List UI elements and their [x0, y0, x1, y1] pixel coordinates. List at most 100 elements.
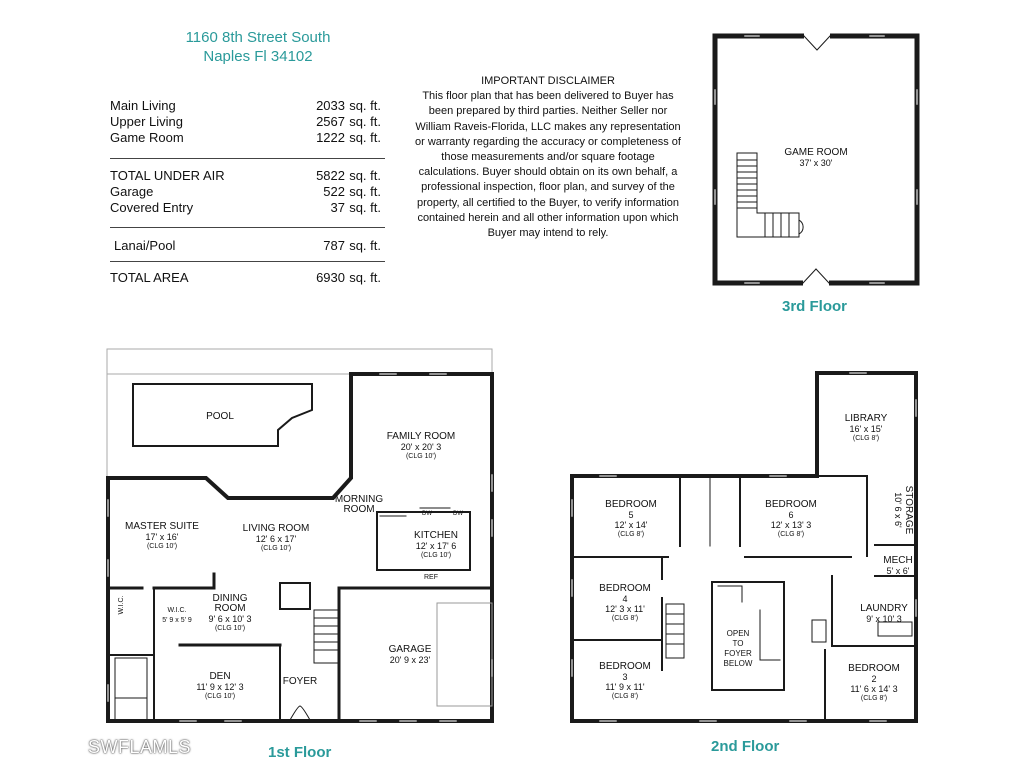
label-dw: DW — [422, 511, 432, 517]
open-foyer-line-3: FOYER — [724, 649, 752, 658]
area-label: TOTAL AREA — [110, 270, 189, 285]
disclaimer-title: IMPORTANT DISCLAIMER — [481, 75, 615, 87]
room-wic-1: W.I.C. — [118, 595, 125, 615]
room-dimensions: 16' x 15' — [849, 424, 883, 434]
watermark: SWFLAMLS — [88, 737, 192, 757]
open-foyer-line-4: BELOW — [723, 659, 753, 668]
room-ceiling: (CLG 10') — [214, 625, 246, 632]
disclaimer-line: calculations. Buyer should obtain on its… — [418, 166, 678, 179]
room-name: DINING — [212, 593, 248, 604]
floor-label-2nd: 2nd Floor — [711, 738, 780, 755]
room-dimensions: 11' 6 x 14' 3 — [850, 684, 898, 694]
area-unit: sq. ft. — [349, 130, 381, 145]
room-name: MORNING — [334, 494, 384, 505]
room-wic-2: W.I.C. 5' 9 x 5' 9 — [155, 606, 199, 626]
area-unit: sq. ft. — [349, 270, 381, 285]
room-dimensions: 20' 9 x 23' — [389, 655, 431, 665]
disclaimer-line: William Raveis-Florida, LLC makes any re… — [415, 120, 681, 133]
room-name: MASTER SUITE — [125, 521, 199, 532]
room-name-2: ROOM — [343, 504, 375, 515]
room-library: LIBRARY 16' x 15' (CLG 8') — [835, 414, 897, 444]
area-value: 522 — [323, 184, 345, 199]
room-family-room: FAMILY ROOM 20' x 20' 3 (CLG 10') — [381, 432, 461, 462]
area-value: 6930 — [316, 270, 345, 285]
room-bedroom-2: BEDROOM 2 11' 6 x 14' 3 (CLG 8') — [838, 664, 910, 704]
room-pool: POOL — [195, 412, 245, 422]
room-dimensions: 11' 9 x 11' — [605, 682, 645, 692]
open-foyer-line-2: TO — [732, 639, 744, 648]
area-label: Upper Living — [110, 114, 183, 129]
room-dimensions: 12' x 13' 3 — [770, 520, 812, 530]
room-name: LIBRARY — [844, 413, 888, 424]
room-name-2: ROOM — [214, 603, 246, 614]
room-name: BEDROOM — [605, 499, 657, 510]
room-morning-room: MORNING ROOM — [334, 495, 384, 515]
room-game-room: GAME ROOM 37' x 30' — [776, 148, 856, 169]
divider — [110, 158, 385, 159]
area-unit: sq. ft. — [349, 200, 381, 215]
room-number: 2 — [871, 674, 877, 684]
area-unit: sq. ft. — [349, 184, 381, 199]
room-ceiling: (CLG 8') — [777, 531, 805, 538]
label-ref: REF — [424, 574, 438, 581]
disclaimer-line: This floor plan that has been delivered … — [422, 90, 674, 103]
area-row: Covered Entry 37 sq. ft. — [110, 200, 385, 216]
floor-label-3rd: 3rd Floor — [782, 298, 848, 315]
room-kitchen: KITCHEN 12' x 17' 6 (CLG 10') — [398, 531, 474, 561]
room-bedroom-6: BEDROOM 6 12' x 13' 3 (CLG 8') — [758, 500, 824, 540]
divider — [110, 261, 385, 262]
room-dimensions: 12' 3 x 11' — [605, 604, 645, 614]
room-bedroom-5: BEDROOM 5 12' x 14' (CLG 8') — [598, 500, 664, 540]
disclaimer-line: professional inspection, floor plan, and… — [421, 181, 675, 194]
room-number: 3 — [622, 672, 628, 682]
area-unit: sq. ft. — [349, 98, 381, 113]
room-name: BEDROOM — [599, 661, 651, 672]
room-dimensions: 12' 6 x 17' — [255, 534, 297, 544]
room-ceiling: (CLG 8') — [852, 435, 880, 442]
room-name: MECH — [883, 555, 913, 566]
area-value: 1222 — [316, 130, 345, 145]
room-name: GARAGE — [388, 644, 432, 655]
third-floor-plan — [712, 33, 920, 286]
area-row: Game Room 1222 sq. ft. — [110, 130, 385, 146]
room-dimensions: 12' x 14' — [614, 520, 648, 530]
room-name: KITCHEN — [414, 530, 458, 541]
room-name: STORAGE — [903, 485, 914, 535]
disclaimer: IMPORTANT DISCLAIMER This floor plan tha… — [398, 74, 698, 241]
room-dimensions: 12' x 17' 6 — [415, 541, 457, 551]
area-label: Game Room — [110, 130, 184, 145]
area-value: 37 — [330, 200, 345, 215]
disclaimer-line: property, all certified to the Buyer, to… — [416, 196, 680, 209]
room-name: BEDROOM — [765, 499, 817, 510]
room-ceiling: (CLG 8') — [611, 615, 639, 622]
room-ceiling: (CLG 10') — [405, 453, 437, 460]
room-ceiling: (CLG 8') — [860, 695, 888, 702]
room-ceiling: (CLG 10') — [420, 552, 452, 559]
address-line-2: Naples Fl 34102 — [203, 48, 313, 65]
room-foyer: FOYER — [280, 677, 320, 687]
room-open-to-foyer: OPEN TO FOYER BELOW — [718, 629, 758, 669]
room-ceiling: (CLG 10') — [146, 543, 178, 550]
room-number: 6 — [788, 510, 794, 520]
area-label: Covered Entry — [110, 200, 194, 215]
area-label: Main Living — [110, 98, 176, 113]
room-ceiling: (CLG 10') — [260, 545, 292, 552]
room-name: BEDROOM — [599, 583, 651, 594]
area-value: 5822 — [316, 168, 345, 183]
divider — [110, 227, 385, 228]
first-floor-plan — [106, 348, 494, 723]
second-floor-plan — [570, 371, 918, 723]
room-master-suite: MASTER SUITE 17' x 16' (CLG 10') — [122, 522, 202, 552]
disclaimer-line: Buyer may intend to rely. — [487, 227, 609, 240]
room-den: DEN 11' 9 x 12' 3 (CLG 10') — [190, 672, 250, 702]
room-garage: GARAGE 20' 9 x 23' — [380, 644, 440, 666]
disclaimer-line: or warranty regarding the accuracy or co… — [415, 135, 681, 148]
address-line-1: 1160 8th Street South — [185, 29, 331, 46]
room-dimensions: 37' x 30' — [799, 158, 833, 168]
